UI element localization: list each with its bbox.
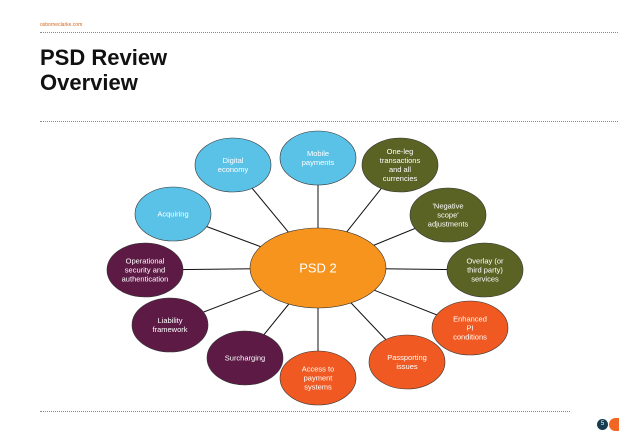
topic-node xyxy=(206,330,284,386)
topic-node xyxy=(431,300,509,356)
page-number: 5 xyxy=(597,419,608,430)
brand-mark xyxy=(609,418,619,431)
topic-node xyxy=(134,186,212,242)
site-url: osborneclarke.com xyxy=(40,22,83,28)
title-line-1: PSD Review xyxy=(40,45,168,70)
topic-node xyxy=(194,137,272,193)
center-node-label: PSD 2 xyxy=(299,261,337,276)
header-divider xyxy=(40,32,618,33)
topic-node xyxy=(279,350,357,406)
footer-divider xyxy=(40,411,570,412)
topic-node xyxy=(131,297,209,353)
topic-node xyxy=(446,242,524,298)
topic-node-label: Surcharging xyxy=(225,354,265,363)
topic-node xyxy=(361,137,439,193)
topic-node xyxy=(368,334,446,390)
topic-node xyxy=(106,242,184,298)
title-divider xyxy=(40,121,618,122)
topic-node xyxy=(279,130,357,186)
topic-node-label: Acquiring xyxy=(157,210,188,219)
center-node xyxy=(249,227,387,309)
topic-node xyxy=(409,187,487,243)
title-line-2: Overview xyxy=(40,70,138,95)
